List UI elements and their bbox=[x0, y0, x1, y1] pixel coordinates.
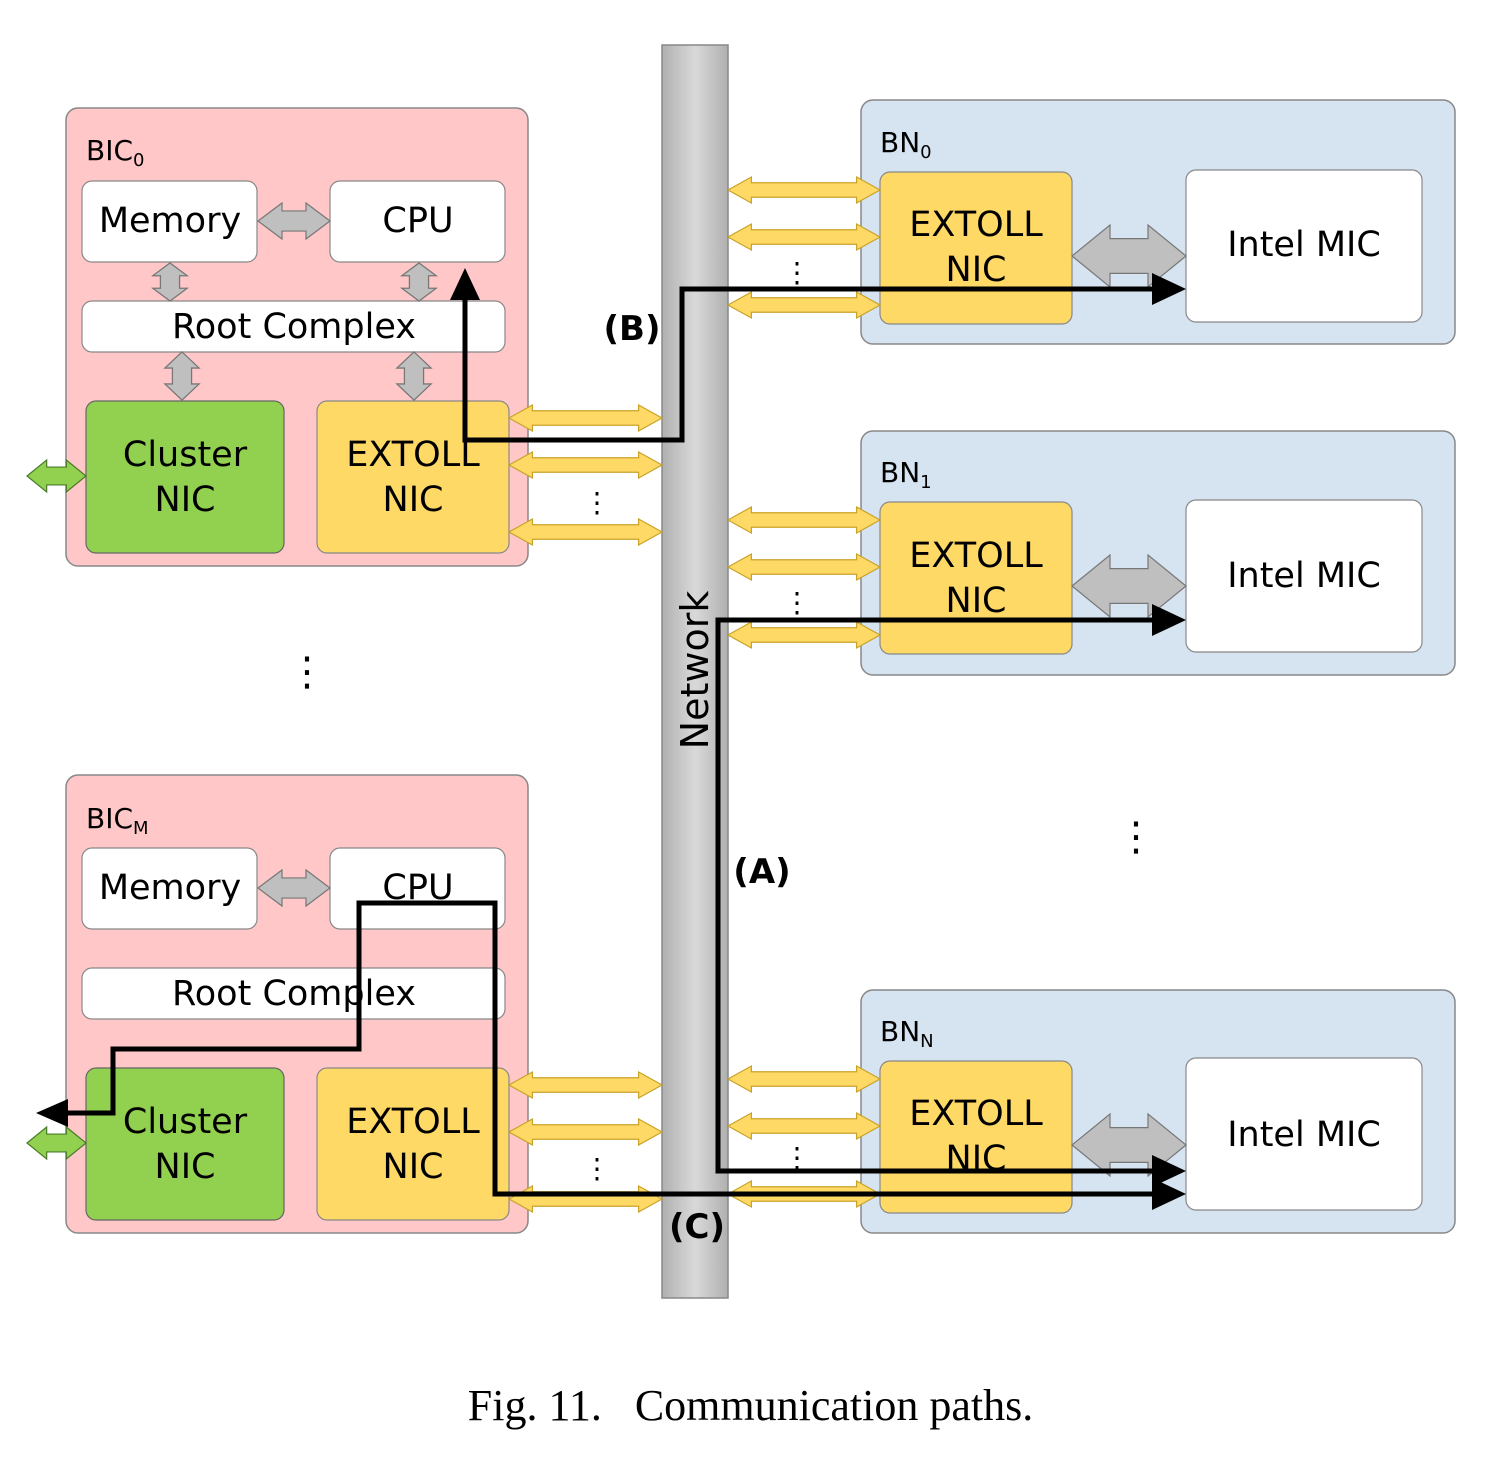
bn-0-title: BN0 bbox=[880, 126, 932, 163]
link-arrows bbox=[26, 175, 1187, 1214]
bic-m-root-complex-label: Root Complex bbox=[172, 974, 416, 1014]
bic-nodes-ellipsis: ⋮ bbox=[287, 649, 327, 695]
bic-0-memory-label: Memory bbox=[99, 201, 241, 241]
bn-n-intel-mic-label: Intel MIC bbox=[1227, 1115, 1381, 1155]
bic-0-root-complex-label: Root Complex bbox=[172, 307, 416, 347]
bic-0-network-link-2 bbox=[507, 517, 664, 547]
bic-m-extoll-label: EXTOLL bbox=[346, 1102, 480, 1142]
bic-0-cluster-nic bbox=[85, 400, 285, 554]
bic-m-network-link-2 bbox=[507, 1184, 664, 1214]
bn-n-network-link-1 bbox=[726, 1111, 882, 1141]
bic-0-node: BIC0 Memory CPU Root Complex Cluster NIC… bbox=[65, 107, 529, 567]
bn-0-network-link-2 bbox=[726, 290, 882, 320]
bn-0-link-ellipsis: ⋮ bbox=[783, 256, 811, 289]
bic-0-memory-cpu-arrow bbox=[257, 201, 331, 241]
bic-0-title: BIC0 bbox=[86, 134, 144, 171]
bn-n-extoll-nic bbox=[879, 1060, 1073, 1214]
bn-0-extoll-label: EXTOLL bbox=[909, 205, 1043, 245]
path-c bbox=[36, 900, 1186, 1210]
figure-caption: Fig. 11. Communication paths. bbox=[467, 1381, 1034, 1430]
bic-m-root-complex bbox=[81, 967, 506, 1020]
path-c-label: (C) bbox=[669, 1207, 725, 1247]
bic-m-link-ellipsis: ⋮ bbox=[583, 1152, 611, 1185]
bic-0-extoll-nic bbox=[316, 400, 510, 554]
bn-1-network-link-0 bbox=[726, 505, 882, 535]
path-a-label: (A) bbox=[733, 852, 790, 892]
bn-1-extoll-nic bbox=[879, 501, 1073, 655]
bic-0-cpu-label: CPU bbox=[382, 201, 453, 241]
bn-1-node: BN1 EXTOLL NIC Intel MIC bbox=[860, 430, 1456, 676]
bn-0-network-link-1 bbox=[726, 222, 882, 252]
bn-1-network-link-1 bbox=[726, 552, 882, 582]
bic-0-extoll-nic-label: NIC bbox=[383, 480, 444, 520]
bic-m-network-link-0 bbox=[507, 1070, 664, 1100]
bn-0-intel-mic bbox=[1185, 169, 1423, 323]
bic-m-network-link-1 bbox=[507, 1117, 664, 1147]
bic-m-memory bbox=[81, 847, 258, 930]
bn-0-intel-mic-label: Intel MIC bbox=[1227, 225, 1381, 265]
bic-m-title: BICM bbox=[86, 802, 149, 839]
bn-n-node: BNN EXTOLL NIC Intel MIC bbox=[860, 989, 1456, 1234]
path-a bbox=[715, 604, 1186, 1187]
bic-m-memory-label: Memory bbox=[99, 868, 241, 908]
bic-m-memory-cpu-arrow bbox=[257, 868, 331, 908]
bn-1-extoll-label: EXTOLL bbox=[909, 536, 1043, 576]
bn-0-extoll-nic bbox=[879, 171, 1073, 325]
bic-m-cluster-nic-label: NIC bbox=[155, 1147, 216, 1187]
bn-1-title: BN1 bbox=[880, 456, 932, 493]
communication-paths-diagram: Network BIC0 Memory CPU Root Complex Clu… bbox=[26, 44, 1456, 1299]
bic-m-extoll-nic-label: NIC bbox=[383, 1147, 444, 1187]
bic-0-network-link-1 bbox=[507, 450, 664, 480]
bn-1-extoll-mic-arrow bbox=[1071, 553, 1187, 619]
path-b-label: (B) bbox=[604, 309, 661, 349]
bic-0-cluster-label: Cluster bbox=[123, 435, 248, 475]
path-b bbox=[450, 268, 1186, 443]
bn-nodes-ellipsis: ⋮ bbox=[1116, 814, 1156, 860]
bic-m-root-extoll-arrow bbox=[395, 351, 433, 401]
bic-0-link-ellipsis: ⋮ bbox=[583, 486, 611, 519]
bic-m-node: BICM Memory CPU Root Complex Cluster NIC… bbox=[65, 774, 529, 1234]
network-label: Network bbox=[673, 591, 717, 750]
bic-m-memory-root-arrow bbox=[151, 262, 189, 302]
bn-n-intel-mic bbox=[1185, 1057, 1423, 1211]
bn-1-network-link-2 bbox=[726, 620, 882, 650]
bic-m-cluster-external-arrow bbox=[26, 1125, 87, 1161]
bic-m-cluster-nic bbox=[85, 1067, 285, 1221]
bic-m-extoll-nic bbox=[316, 1067, 510, 1221]
bn-1-intel-mic bbox=[1185, 499, 1423, 653]
bic-0-memory bbox=[81, 180, 258, 263]
bn-0-network-link-0 bbox=[726, 175, 882, 205]
bn-0-extoll-mic-arrow bbox=[1071, 223, 1187, 289]
bic-0-cluster-external-arrow bbox=[26, 458, 87, 494]
bn-n-network-link-0 bbox=[726, 1064, 882, 1094]
bn-0-node: BN0 EXTOLL NIC Intel MIC bbox=[860, 99, 1456, 345]
bic-0-cluster-nic-label: NIC bbox=[155, 480, 216, 520]
bic-m-cpu-root-arrow bbox=[400, 262, 438, 302]
bn-n-title: BNN bbox=[880, 1015, 934, 1052]
bn-1-extoll-nic-label: NIC bbox=[946, 581, 1007, 621]
bn-0-extoll-nic-label: NIC bbox=[946, 250, 1007, 290]
bn-1-link-ellipsis: ⋮ bbox=[783, 586, 811, 619]
bn-1-intel-mic-label: Intel MIC bbox=[1227, 556, 1381, 596]
bic-m-cluster-label: Cluster bbox=[123, 1102, 248, 1142]
bic-0-extoll-label: EXTOLL bbox=[346, 435, 480, 475]
bic-0-root-complex bbox=[81, 300, 506, 353]
bn-n-extoll-label: EXTOLL bbox=[909, 1094, 1043, 1134]
bic-0-network-link-0 bbox=[507, 403, 664, 433]
bic-m-root-cluster-arrow bbox=[163, 351, 201, 401]
